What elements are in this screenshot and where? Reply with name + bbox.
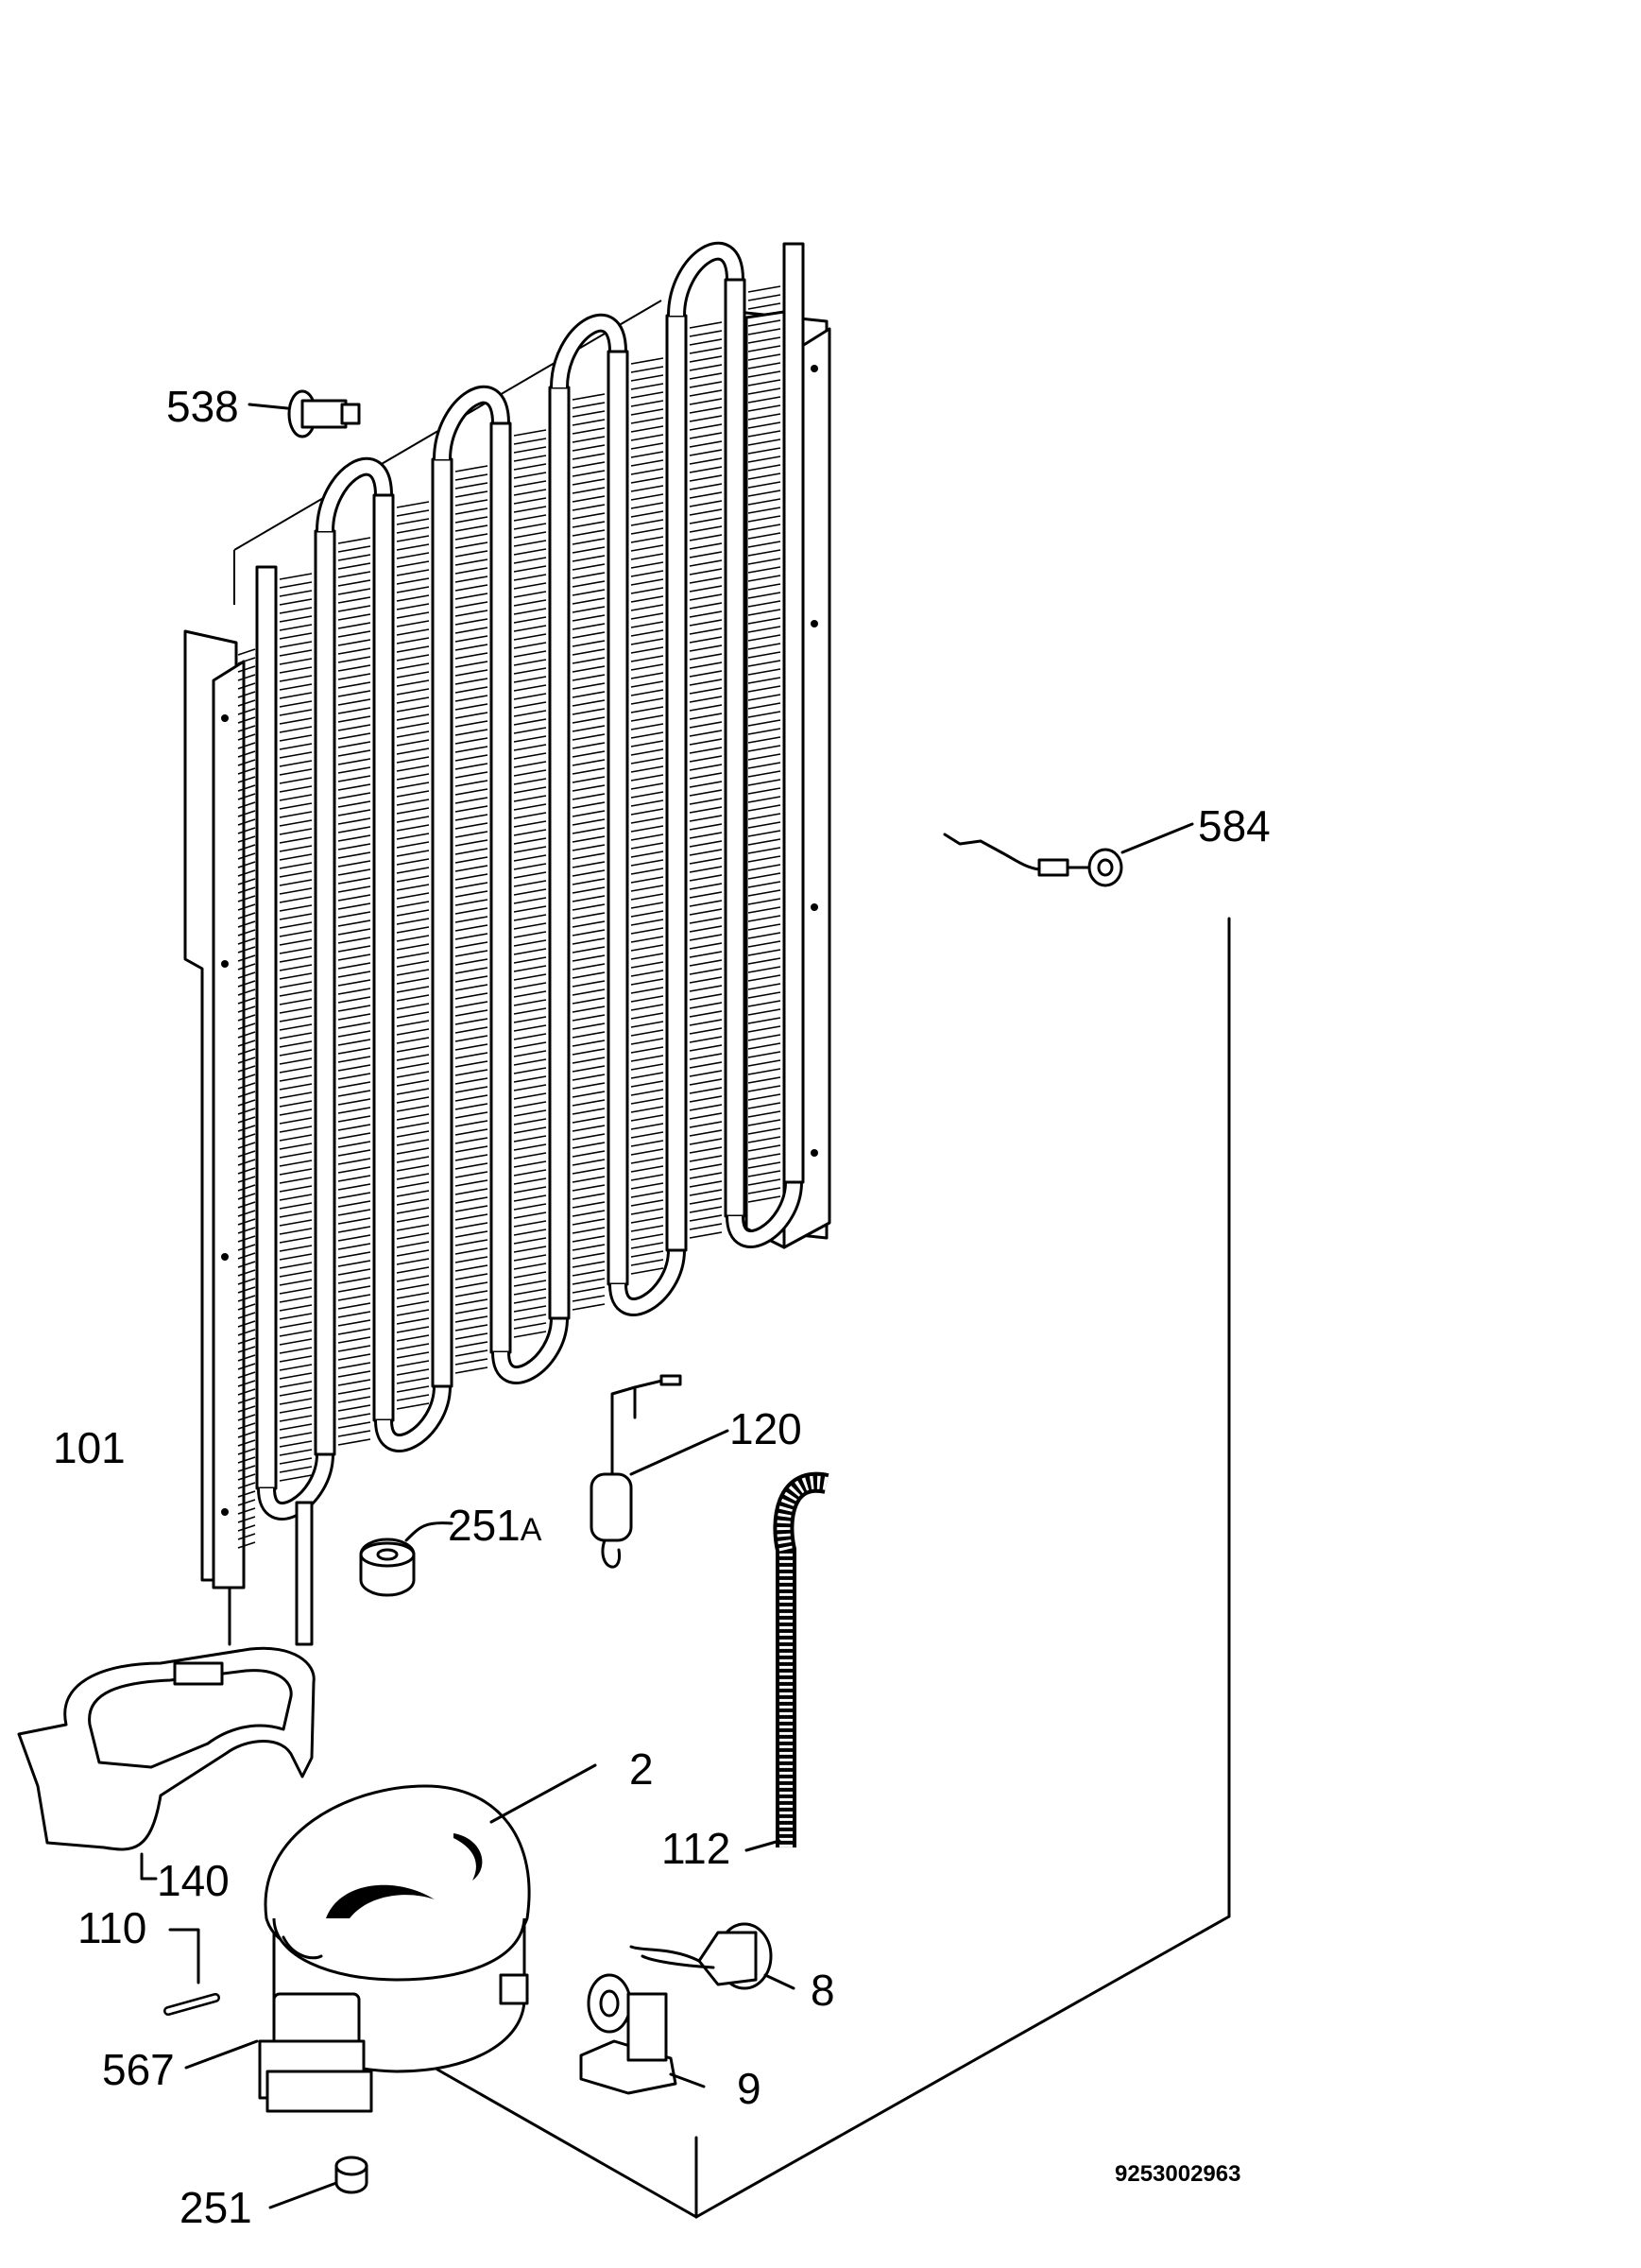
- condenser-tube: [724, 278, 746, 1218]
- condenser-bend: [670, 244, 742, 317]
- condenser-fins: [237, 285, 781, 1549]
- part-8-relay: [629, 1922, 795, 1990]
- label-8: 8: [811, 1966, 835, 2015]
- part-9-protector: [579, 1973, 706, 2095]
- condenser-tubes: [255, 241, 805, 1521]
- condenser-coil: [183, 241, 831, 1646]
- part-110-pin: [163, 1928, 220, 2016]
- label-101: 101: [53, 1423, 126, 1472]
- condenser-bend: [553, 316, 624, 388]
- part-251-grommet: [268, 2156, 368, 2209]
- label-251: 251: [179, 2183, 252, 2232]
- label-120: 120: [729, 1404, 802, 1453]
- condenser-tube: [314, 529, 336, 1456]
- part-251a-bushing: [359, 1521, 453, 1597]
- cabinet-outline: [228, 300, 1231, 2219]
- label-112: 112: [661, 1824, 730, 1873]
- label-251a-number: 251: [448, 1501, 521, 1550]
- label-140: 140: [157, 1856, 230, 1905]
- condenser-bend: [611, 1249, 683, 1314]
- part-112-hose: [744, 1471, 829, 1852]
- label-251a-suffix: A: [521, 1512, 542, 1548]
- condenser-tube: [782, 242, 805, 1184]
- part-120-sensor: [590, 1374, 729, 1569]
- label-2: 2: [629, 1744, 654, 1794]
- part-2-compressor: [258, 1763, 597, 2113]
- condenser-bend: [494, 1317, 566, 1382]
- condenser-bend: [377, 1385, 449, 1450]
- condenser-bend: [728, 1181, 800, 1246]
- part-140-drip-tray: [17, 1646, 316, 1881]
- label-9: 9: [737, 2064, 761, 2113]
- condenser-bend: [436, 387, 507, 460]
- part-538-clip: [248, 389, 361, 438]
- condenser-tube: [255, 565, 278, 1490]
- condenser-tube: [372, 493, 395, 1422]
- label-584: 584: [1198, 801, 1271, 850]
- label-538: 538: [166, 382, 239, 431]
- condenser-tube: [665, 314, 688, 1252]
- label-110: 110: [77, 1903, 146, 1952]
- drawing-number: 9253002963: [1115, 2161, 1240, 2187]
- condenser-bend: [318, 459, 390, 532]
- part-567-grommet: [184, 2039, 259, 2070]
- condenser-tube: [607, 350, 629, 1286]
- condenser-tube: [431, 457, 453, 1388]
- label-251a: 251A: [448, 1501, 542, 1550]
- part-584-sensor: [943, 822, 1194, 887]
- condenser-tube: [489, 421, 512, 1354]
- condenser-tube: [548, 386, 571, 1320]
- label-567: 567: [102, 2045, 175, 2094]
